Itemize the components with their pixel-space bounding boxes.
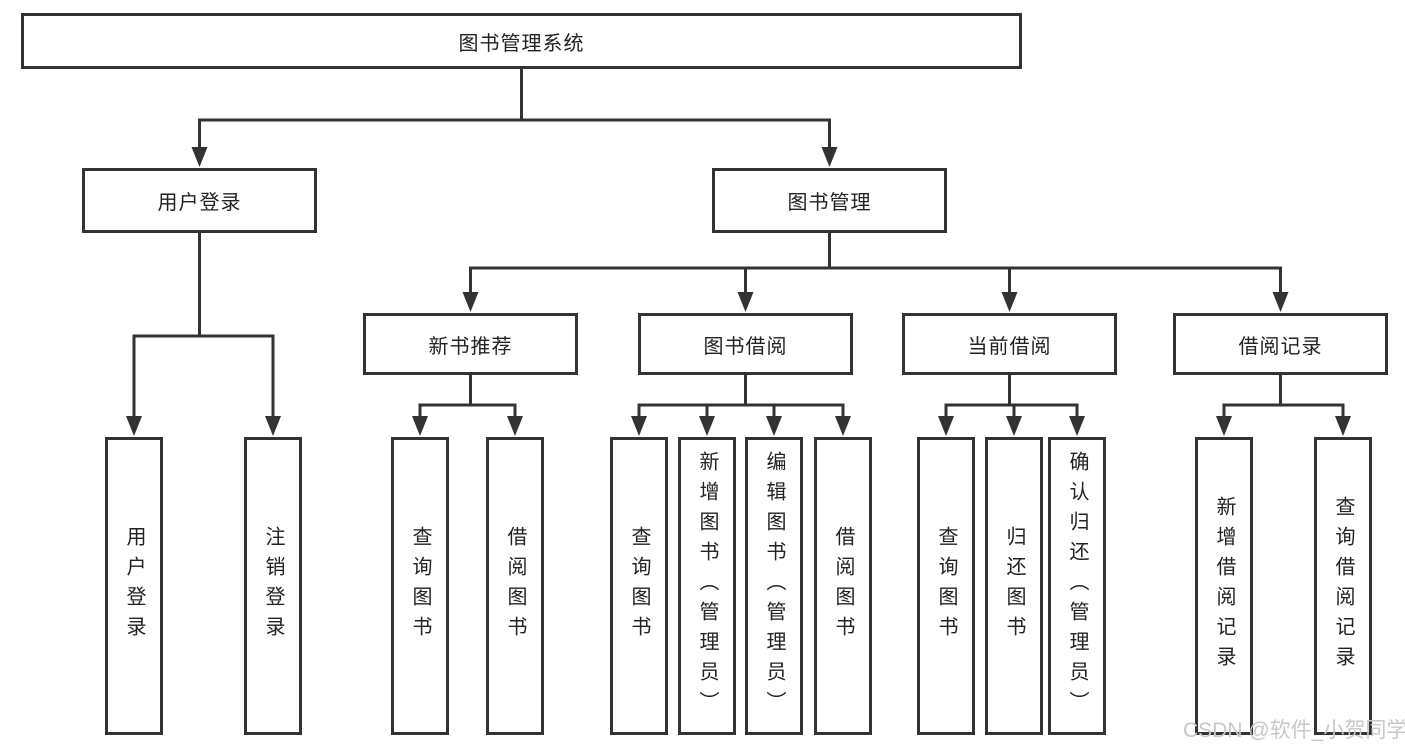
node-current-borrowing: 当前借阅 [902, 313, 1117, 375]
node-root-label: 图书管理系统 [458, 32, 585, 55]
leaf-borrow-books-recommend-label: 借阅图书 [504, 526, 526, 646]
connector-borrow-records-children [1216, 373, 1351, 436]
node-new-book-recommendation: 新书推荐 [363, 313, 578, 375]
leaf-query-books-current-label: 查询图书 [935, 526, 957, 646]
connector-current-borrowing-children [938, 373, 1085, 436]
leaf-query-borrow-record: 查询借阅记录 [1314, 437, 1372, 735]
connector-new-book-children [412, 373, 523, 436]
node-user-login-label: 用户登录 [157, 192, 242, 214]
node-book-management-label: 图书管理 [787, 192, 872, 214]
leaf-confirm-return-admin-label: 确认归还（管理员） [1066, 451, 1088, 721]
node-book-borrowing-label: 图书借阅 [703, 335, 788, 358]
leaf-query-books-borrowing: 查询图书 [610, 437, 668, 735]
leaf-add-borrow-record-label: 新增借阅记录 [1213, 496, 1235, 676]
csdn-watermark: CSDN @软件_小贺同学 [1183, 719, 1405, 742]
connector-user-login-children [126, 231, 281, 436]
leaf-logout: 注销登录 [244, 437, 302, 735]
leaf-query-books-recommend-label: 查询图书 [409, 526, 431, 646]
connector-root-to-level2 [191, 67, 838, 167]
leaf-logout-label: 注销登录 [262, 526, 284, 646]
node-root: 图书管理系统 [21, 13, 1022, 69]
leaf-add-borrow-record: 新增借阅记录 [1195, 437, 1253, 735]
leaf-query-borrow-record-label: 查询借阅记录 [1332, 496, 1354, 676]
leaf-confirm-return-admin: 确认归还（管理员） [1048, 437, 1106, 735]
node-new-book-recommendation-label: 新书推荐 [428, 335, 513, 358]
connector-book-management-to-level3 [462, 231, 1289, 312]
leaf-edit-books-admin-label: 编辑图书（管理员） [763, 451, 785, 721]
node-user-login: 用户登录 [82, 168, 317, 233]
node-current-borrowing-label: 当前借阅 [967, 335, 1052, 358]
leaf-borrow-books-label: 借阅图书 [832, 526, 854, 646]
leaf-return-books: 归还图书 [985, 437, 1043, 735]
leaf-borrow-books: 借阅图书 [814, 437, 872, 735]
leaf-return-books-label: 归还图书 [1003, 526, 1025, 646]
leaf-borrow-books-recommend: 借阅图书 [486, 437, 544, 735]
node-book-borrowing: 图书借阅 [638, 313, 853, 375]
leaf-edit-books-admin: 编辑图书（管理员） [745, 437, 803, 735]
leaf-query-books-borrowing-label: 查询图书 [628, 526, 650, 646]
node-borrowing-records: 借阅记录 [1173, 313, 1388, 375]
node-book-management: 图书管理 [712, 168, 947, 233]
connector-book-borrowing-children [631, 373, 851, 436]
leaf-add-books-admin-label: 新增图书（管理员） [696, 451, 718, 721]
node-borrowing-records-label: 借阅记录 [1238, 335, 1323, 358]
leaf-query-books-recommend: 查询图书 [391, 437, 449, 735]
leaf-user-login: 用户登录 [105, 437, 163, 735]
leaf-query-books-current: 查询图书 [917, 437, 975, 735]
leaf-user-login-label: 用户登录 [123, 526, 145, 646]
leaf-add-books-admin: 新增图书（管理员） [678, 437, 736, 735]
